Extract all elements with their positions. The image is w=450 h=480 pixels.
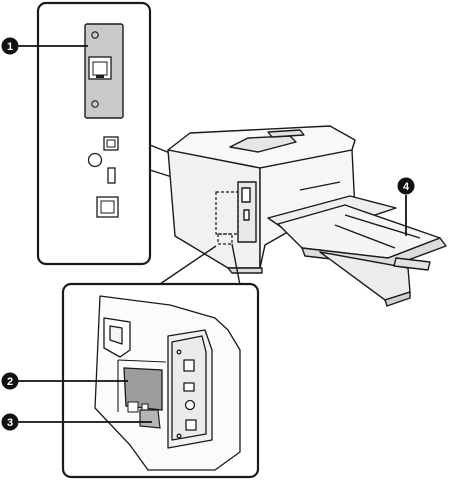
screw-icon bbox=[91, 100, 99, 108]
callout-2: 2 bbox=[1, 372, 19, 390]
svg-text:3: 3 bbox=[7, 417, 13, 429]
rear-paper-tray bbox=[267, 195, 447, 307]
svg-text:4: 4 bbox=[403, 181, 410, 193]
round-port-icon bbox=[87, 152, 103, 168]
rear-panel-inset bbox=[36, 1, 152, 266]
svg-text:2: 2 bbox=[7, 376, 13, 388]
zoom-leader-line bbox=[159, 245, 217, 285]
screw-icon bbox=[91, 31, 99, 39]
usb-port-icon bbox=[103, 136, 119, 151]
zoom-leader-line bbox=[231, 243, 241, 286]
phone-line-port-icon bbox=[96, 196, 119, 218]
callout-3: 3 bbox=[1, 413, 19, 431]
interface-board bbox=[123, 367, 163, 411]
callout-4: 4 bbox=[397, 177, 415, 195]
rear-closeup-inset bbox=[61, 282, 260, 479]
slot-icon bbox=[107, 167, 116, 184]
callout-1: 1 bbox=[1, 37, 19, 55]
svg-text:1: 1 bbox=[7, 41, 13, 53]
lan-port-icon bbox=[88, 56, 112, 80]
mounting-bracket bbox=[139, 409, 161, 429]
callouts: 1 2 3 4 bbox=[1, 37, 415, 431]
